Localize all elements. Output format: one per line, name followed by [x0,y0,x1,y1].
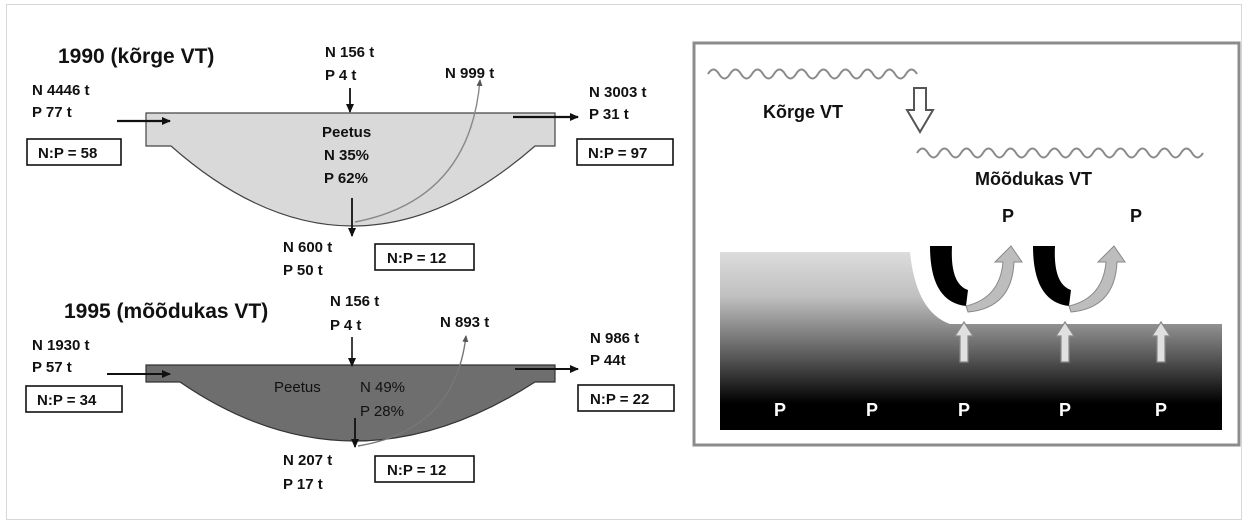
release-label-2: P [1130,206,1142,226]
panel-1990: 1990 (kõrge VT) N 4446 t P 77 t N:P = 58… [26,44,674,279]
sediment-1995-n: N 207 t [283,452,332,469]
high-water-wave [707,68,918,80]
inflow-1995-n: N 1930 t [32,337,90,354]
retention-1995-p: P 28% [360,403,404,420]
atmospheric-1990-p: P 4 t [325,67,356,84]
sediment-layer [720,252,1222,430]
sediment-p-label-5: P [1155,400,1167,420]
sediment-1990-ratio-box [374,243,475,271]
atmospheric-1990-n: N 156 t [325,44,374,61]
sediment-1995-ratio-box [374,455,475,483]
release-label-1: P [1002,206,1014,226]
denitrification-1990-arrow [354,79,483,223]
sediment-1990-n: N 600 t [283,239,332,256]
outflow-1995-p: P 44t [590,352,626,369]
basin-1990 [145,112,556,227]
release-curl-2 [1033,245,1126,313]
release-curl-1 [930,245,1023,313]
retention-1995-label: Peetus [274,379,321,396]
basin-1995 [145,364,556,442]
upward-arrow-3 [1150,320,1172,363]
figure-frame [6,4,1242,520]
retention-1990-n: N 35% [324,147,369,164]
retention-1990-p: P 62% [324,170,368,187]
panel-1995-title: 1995 (mõõdukas VT) [64,300,268,323]
outflow-1990-n: N 3003 t [589,84,647,101]
schematic-panel: Kõrge VT Mõõdukas VT P P P P P P P [692,41,1241,447]
atmospheric-1995-n: N 156 t [330,293,379,310]
sediment-p-label-1: P [774,400,786,420]
outflow-1990-p: P 31 t [589,106,629,123]
sediment-1990-ratio: N:P = 12 [387,250,446,267]
sediment-p-label-2: P [866,400,878,420]
inflow-1990-p: P 77 t [32,104,72,121]
water-level-drop-arrow [905,87,935,134]
outflow-1990-ratio: N:P = 97 [588,145,647,162]
inflow-1990-ratio: N:P = 58 [38,145,97,162]
panel-1995: 1995 (mõõdukas VT) N 1930 t P 57 t N:P =… [25,293,675,493]
upward-arrow-1 [953,320,975,363]
outflow-1990-ratio-box [576,138,674,166]
inflow-1995-ratio: N:P = 34 [37,392,97,409]
sediment-p-label-4: P [1059,400,1071,420]
sediment-1995-ratio: N:P = 12 [387,462,446,479]
panel-1990-title: 1990 (kõrge VT) [58,45,214,68]
sediment-1995-p: P 17 t [283,476,323,493]
retention-1995-n: N 49% [360,379,405,396]
retention-1990-label: Peetus [322,124,371,141]
outflow-1995-ratio-box [577,384,675,412]
denitrification-1990-n: N 999 t [445,65,494,82]
sediment-p-label-3: P [958,400,970,420]
inflow-1990-ratio-box [26,138,122,166]
inflow-1990-n: N 4446 t [32,82,90,99]
denitrification-1995-arrow [357,335,469,447]
moderate-water-label: Mõõdukas VT [975,169,1092,189]
inflow-1995-p: P 57 t [32,359,72,376]
inflow-1995-ratio-box [25,385,123,413]
high-water-label: Kõrge VT [763,102,843,122]
atmospheric-1995-p: P 4 t [330,317,361,334]
denitrification-1995-n: N 893 t [440,314,489,331]
outflow-1995-ratio: N:P = 22 [590,391,649,408]
upward-arrow-2 [1054,320,1076,363]
sediment-1990-p: P 50 t [283,262,323,279]
outflow-1995-n: N 986 t [590,330,639,347]
moderate-water-wave [916,147,1204,159]
